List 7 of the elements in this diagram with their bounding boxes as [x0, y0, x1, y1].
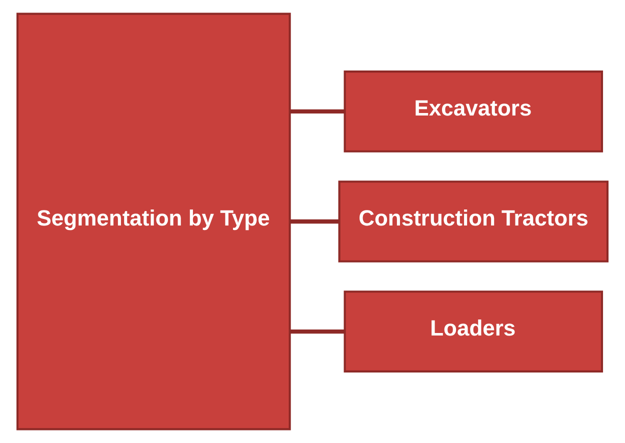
node-box: Segmentation by Type [16, 12, 291, 430]
node-box: Construction Tractors [338, 180, 609, 262]
node-box: Excavators [344, 70, 604, 152]
connector [290, 219, 339, 224]
connector [290, 109, 344, 114]
connector [290, 329, 344, 334]
node-box: Loaders [344, 290, 604, 372]
